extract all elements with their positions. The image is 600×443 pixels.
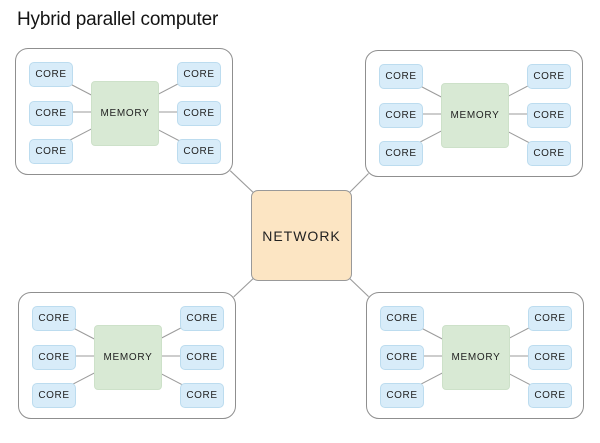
core-box: CORE: [380, 306, 424, 331]
core-box: CORE: [528, 306, 572, 331]
core-box: CORE: [527, 102, 571, 128]
cluster-top-right: CORE CORE CORE MEMORY CORE CORE CORE: [365, 50, 583, 177]
core-box: CORE: [177, 139, 221, 164]
core-box: CORE: [32, 383, 76, 408]
core-box: CORE: [528, 344, 572, 370]
memory-box: MEMORY: [94, 324, 162, 390]
core-box: CORE: [379, 102, 423, 128]
core-box: CORE: [379, 64, 423, 89]
memory-box: MEMORY: [91, 80, 159, 146]
core-box: CORE: [380, 344, 424, 370]
core-box: CORE: [527, 141, 571, 166]
cluster-bottom-left: CORE CORE CORE MEMORY CORE CORE CORE: [18, 292, 236, 419]
cluster-top-left: CORE CORE CORE MEMORY CORE CORE CORE: [15, 48, 233, 175]
core-box: CORE: [180, 383, 224, 408]
core-box: CORE: [527, 64, 571, 89]
diagram-title: Hybrid parallel computer: [17, 9, 219, 30]
core-box: CORE: [180, 306, 224, 331]
core-box: CORE: [32, 306, 76, 331]
core-box: CORE: [528, 383, 572, 408]
memory-box: MEMORY: [442, 324, 510, 390]
core-box: CORE: [29, 100, 73, 126]
core-box: CORE: [380, 383, 424, 408]
memory-box: MEMORY: [441, 82, 509, 148]
core-box: CORE: [29, 139, 73, 164]
core-box: CORE: [32, 344, 76, 370]
core-box: CORE: [379, 141, 423, 166]
core-box: CORE: [177, 62, 221, 87]
core-box: CORE: [29, 62, 73, 87]
core-box: CORE: [177, 100, 221, 126]
network-box: NETWORK: [251, 190, 352, 281]
cluster-bottom-right: CORE CORE CORE MEMORY CORE CORE CORE: [366, 292, 584, 419]
core-box: CORE: [180, 344, 224, 370]
